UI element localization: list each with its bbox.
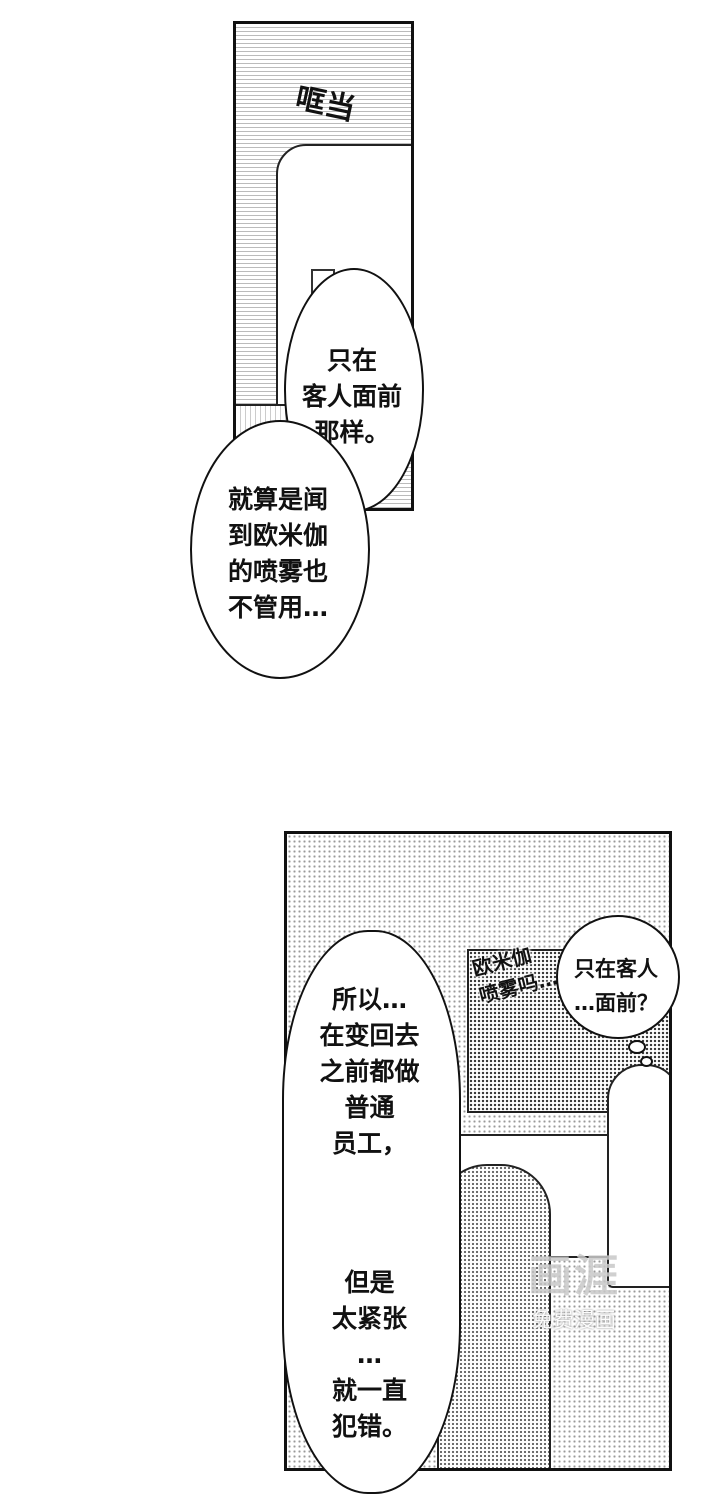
text-line: 犯错。 <box>331 1412 407 1441</box>
watermark-logo: 画涯 <box>528 1251 620 1302</box>
text-line: 但是 <box>344 1268 395 1297</box>
speech-bubble-2 <box>190 420 370 679</box>
sound-effect: 哐当 <box>292 81 359 128</box>
watermark-tagline: 免费漫画 <box>532 1308 616 1332</box>
text-line: 员工， <box>331 1129 407 1158</box>
text-line: 普通 <box>344 1093 395 1122</box>
text-line: 太紧张 <box>331 1304 407 1333</box>
text-line: 只在客人 <box>574 957 658 981</box>
speech-bubble-large <box>282 930 461 1494</box>
thought-dot <box>628 1040 646 1054</box>
watermark: 画涯 免费漫画 <box>528 1240 620 1334</box>
text-line: 所以… <box>331 985 407 1014</box>
text-line: 的喷雾也 <box>227 557 328 586</box>
text-line: 之前都做 <box>319 1057 420 1086</box>
speech-bubble-large-top-text: 所以… 在变回去 之前都做 普通 员工， <box>282 982 457 1162</box>
text-line: 只在 <box>326 346 377 375</box>
text-line: 到欧米伽 <box>227 521 328 550</box>
character-front-drawing <box>607 1064 669 1288</box>
speech-bubble-1-text: 只在 客人面前 那样。 <box>284 343 420 451</box>
text-line: 不管用… <box>227 593 328 622</box>
text-line: … <box>357 1340 382 1369</box>
speech-bubble-small <box>556 915 680 1039</box>
thought-dot <box>640 1056 653 1067</box>
text-line: 在变回去 <box>319 1021 420 1050</box>
text-line: …面前？ <box>574 991 658 1015</box>
text-line: 就一直 <box>331 1376 407 1405</box>
text-line: 客人面前 <box>301 382 402 411</box>
text-line: 就算是闻 <box>227 485 328 514</box>
speech-bubble-small-text: 只在客人 …面前？ <box>556 952 676 1020</box>
speech-bubble-2-text: 就算是闻 到欧米伽 的喷雾也 不管用… <box>190 482 366 626</box>
speech-bubble-large-bottom-text: 但是 太紧张 … 就一直 犯错。 <box>282 1265 457 1445</box>
